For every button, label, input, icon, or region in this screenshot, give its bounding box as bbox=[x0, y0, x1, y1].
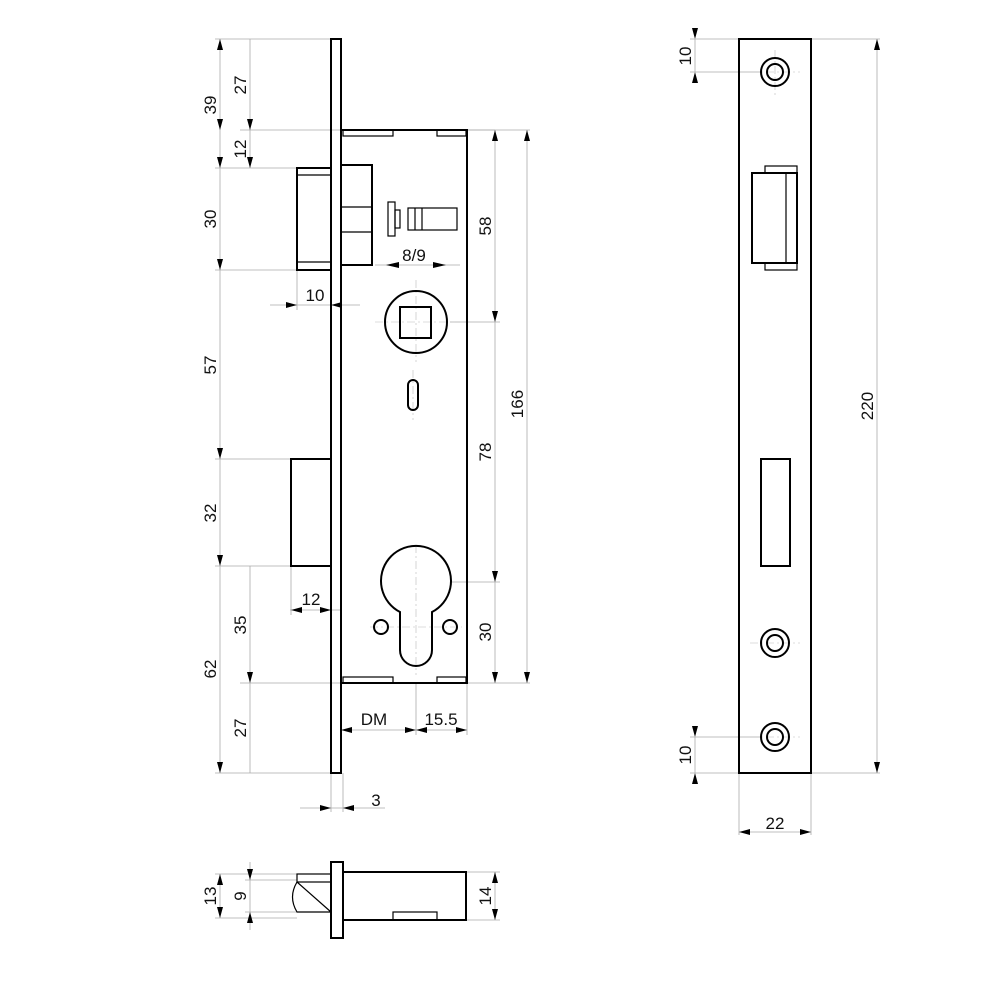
dim-10-latch-throw: 10 bbox=[306, 286, 325, 305]
dim-8-9-spindle: 8/9 bbox=[402, 246, 426, 265]
dim-27-bottom: 27 bbox=[231, 719, 250, 738]
follower-spindle bbox=[384, 290, 448, 354]
dim-62: 62 bbox=[201, 660, 220, 679]
dim-58: 58 bbox=[476, 217, 495, 236]
lock-case bbox=[340, 129, 468, 684]
dim-57: 57 bbox=[201, 356, 220, 375]
deadbolt bbox=[290, 458, 332, 567]
dimension-lines bbox=[215, 38, 880, 930]
dimension-arrows bbox=[217, 28, 880, 923]
forend-plate bbox=[330, 38, 342, 774]
dim-166: 166 bbox=[508, 390, 527, 418]
dim-14: 14 bbox=[476, 887, 495, 906]
latch-bolt bbox=[296, 164, 373, 271]
dim-39: 39 bbox=[201, 96, 220, 115]
dim-10-strike-bottom: 10 bbox=[676, 746, 695, 765]
dim-12-deadbolt-throw: 12 bbox=[302, 590, 321, 609]
dim-3: 3 bbox=[371, 791, 380, 810]
dim-220: 220 bbox=[858, 392, 877, 420]
dim-9: 9 bbox=[231, 891, 250, 900]
dim-15-5: 15.5 bbox=[424, 710, 457, 729]
center-lines bbox=[370, 50, 800, 738]
dim-13: 13 bbox=[201, 887, 220, 906]
dim-30-cylinder: 30 bbox=[476, 623, 495, 642]
dimension-labels: 39 27 12 30 57 32 62 35 27 10 8/9 12 DM … bbox=[201, 47, 877, 906]
dim-35: 35 bbox=[231, 616, 250, 635]
strike-plate bbox=[738, 38, 812, 774]
dim-32: 32 bbox=[201, 504, 220, 523]
dim-12-vertical: 12 bbox=[231, 140, 250, 159]
lock-front-view bbox=[290, 38, 468, 774]
dim-27-top: 27 bbox=[231, 76, 250, 95]
dim-backset-dm: DM bbox=[361, 710, 387, 729]
dim-78: 78 bbox=[476, 443, 495, 462]
dim-10-strike-top: 10 bbox=[676, 47, 695, 66]
slot bbox=[407, 379, 419, 411]
dim-22: 22 bbox=[766, 814, 785, 833]
cylinder-cutout bbox=[373, 544, 458, 667]
dim-30-latch: 30 bbox=[201, 210, 220, 229]
lock-bottom-view bbox=[291, 861, 467, 939]
